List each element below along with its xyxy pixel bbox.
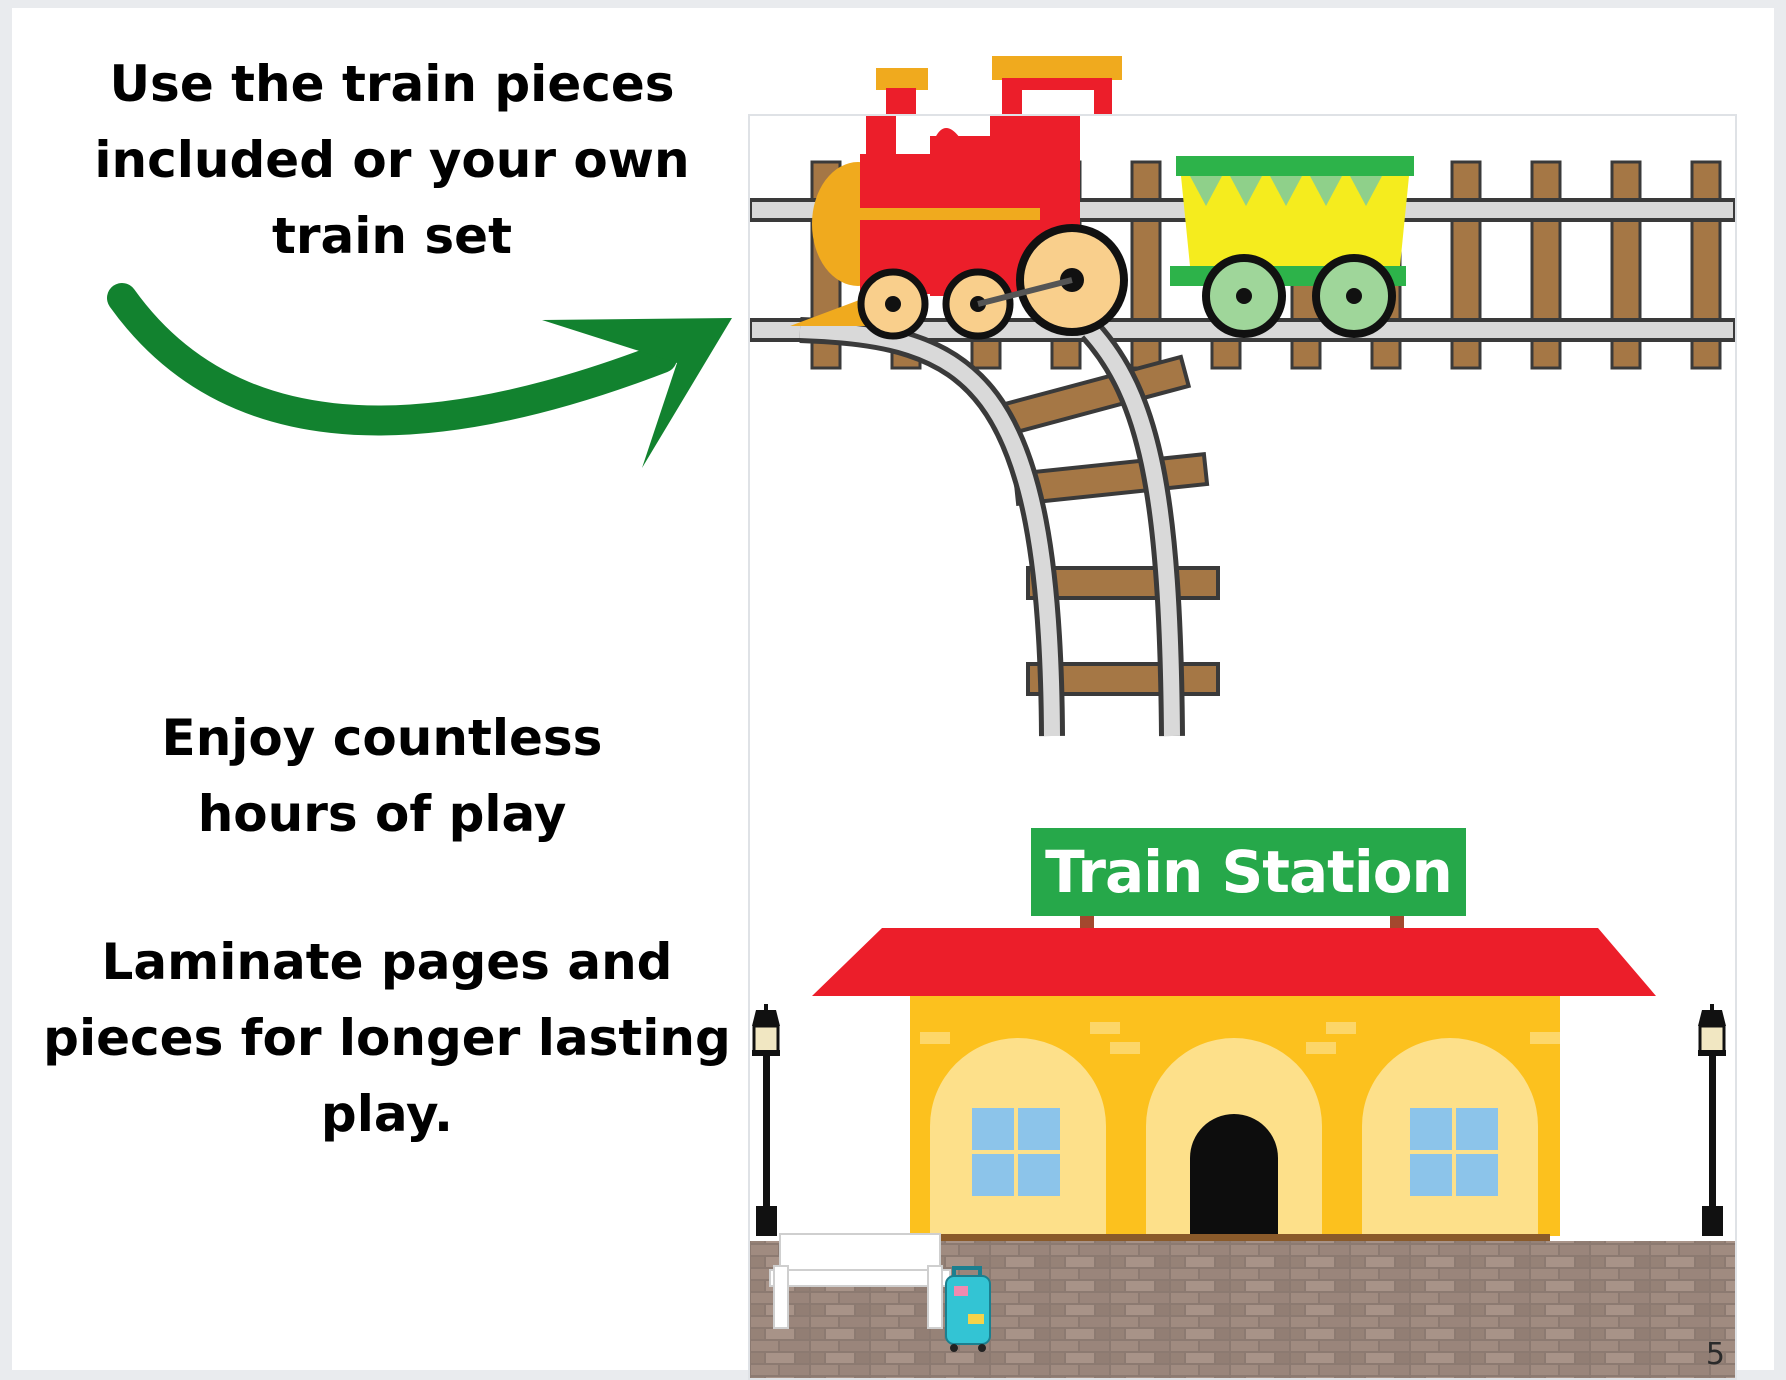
instruction-text-train-pieces: Use the train pieces included or your ow… xyxy=(94,55,690,265)
sign-post xyxy=(1390,916,1404,928)
playmat-scene xyxy=(750,116,1735,1378)
curved-track-icon xyxy=(799,317,1220,737)
street-lamp-icon xyxy=(1698,1004,1726,1236)
window xyxy=(972,1108,1498,1196)
instruction-text-laminate: Laminate pages and pieces for longer las… xyxy=(43,933,731,1143)
suitcase-icon xyxy=(945,1266,991,1352)
station-sign: Train Station xyxy=(1031,828,1466,916)
coal-wagon-icon xyxy=(1170,156,1414,338)
bench-icon xyxy=(769,1233,951,1329)
instruction-text-enjoy: Enjoy countless hours of play xyxy=(161,709,603,843)
train-station-building xyxy=(812,928,1656,1242)
page-number: 5 xyxy=(1705,1337,1725,1372)
station-sign-text: Train Station xyxy=(1045,838,1453,906)
playmat-page: Train Station 5 xyxy=(748,114,1737,1380)
slide-page: Use the train pieces included or your ow… xyxy=(12,8,1774,1380)
curved-arrow-icon xyxy=(107,283,732,468)
sign-post xyxy=(1080,916,1094,928)
street-lamp-icon xyxy=(752,1004,780,1236)
train-engine-icon xyxy=(790,116,1128,340)
station-door xyxy=(1190,1114,1278,1236)
